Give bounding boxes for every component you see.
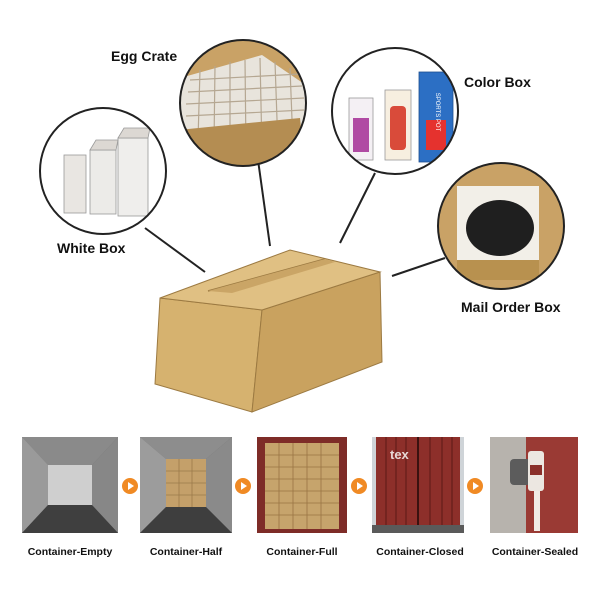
step-arrow-icon <box>235 478 251 494</box>
egg-crate-connector <box>257 159 271 247</box>
container-sealed-label: Container-Sealed <box>491 546 579 558</box>
container-closed-label: Container-Closed <box>376 546 464 558</box>
step-arrow-icon <box>467 478 483 494</box>
white-box-connector <box>144 227 206 273</box>
mail-order-box-photo <box>437 162 565 290</box>
container-empty-label: Container-Empty <box>27 546 113 558</box>
mail-order-box-label: Mail Order Box <box>461 299 561 315</box>
container-sealed-photo <box>490 437 578 533</box>
step-arrow-icon <box>122 478 138 494</box>
egg-crate-label: Egg Crate <box>111 48 178 64</box>
step-arrow-icon <box>351 478 367 494</box>
color-box-label: Color Box <box>464 74 531 90</box>
container-full-photo <box>257 437 347 533</box>
color-box-print: SPORTS POT <box>434 93 440 132</box>
container-half-photo <box>140 437 232 533</box>
white-box-photo <box>39 107 167 235</box>
container-empty-photo <box>22 437 118 533</box>
mail-order-connector <box>391 257 446 277</box>
color-box-connector <box>339 172 376 244</box>
white-box-label: White Box <box>57 240 126 256</box>
cardboard-box-icon <box>154 249 383 413</box>
color-box-photo: SPORTS POT <box>331 47 459 175</box>
container-full-label: Container-Full <box>266 546 338 558</box>
container-half-label: Container-Half <box>149 546 223 558</box>
container-closed-photo: tex <box>372 437 464 533</box>
egg-crate-photo <box>179 39 307 167</box>
container-brand-text: tex <box>390 447 410 462</box>
